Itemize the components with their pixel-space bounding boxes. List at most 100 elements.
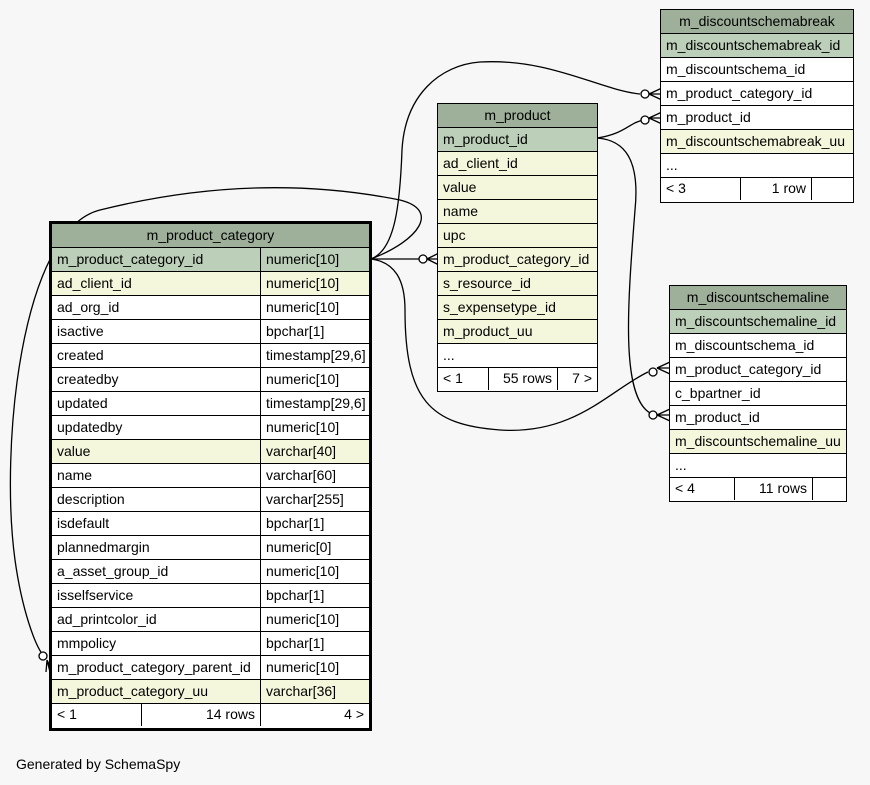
table-row[interactable]: name varchar[60] [52, 464, 369, 488]
parents-count[interactable]: < 4 [675, 480, 695, 496]
row-count: 1 row [740, 178, 811, 200]
rel-category-to-discountschemaline [370, 258, 649, 431]
table-header[interactable]: m_product [438, 104, 597, 128]
table-header[interactable]: m_discountschemabreak [661, 10, 853, 34]
table-row[interactable]: m_product_id [661, 106, 853, 130]
column-name: m_product_category_id [675, 361, 822, 377]
column-name: m_product_category_id [443, 251, 590, 267]
column-name: m_discountschema_id [675, 337, 815, 353]
table-header[interactable]: m_product_category [52, 224, 369, 248]
table-row[interactable]: isselfservice bpchar[1] [52, 584, 369, 608]
table-row[interactable]: c_bpartner_id [670, 382, 846, 406]
column-name: name [57, 467, 93, 483]
rel-product-to-discountschemaline [596, 137, 651, 414]
column-name: createdby [57, 371, 119, 387]
column-name: s_resource_id [443, 275, 531, 291]
column-type: varchar[60] [260, 464, 369, 487]
column-name: ad_client_id [443, 155, 518, 171]
column-type: numeric[10] [260, 608, 369, 631]
table-row[interactable]: s_resource_id [438, 272, 597, 296]
table-row[interactable]: m_product_category_id [670, 358, 846, 382]
column-type: varchar[255] [260, 488, 369, 511]
column-name: m_product_category_id [57, 251, 204, 267]
column-name: ad_client_id [57, 275, 132, 291]
rel-product-to-discountschemabreak [596, 119, 645, 139]
table-row[interactable]: value [438, 176, 597, 200]
column-name: name [443, 203, 479, 219]
column-name: m_product_id [675, 409, 760, 425]
column-name: upc [443, 227, 466, 243]
column-name: isselfservice [57, 587, 134, 603]
column-name: m_product_category_uu [57, 683, 208, 699]
column-name: value [57, 443, 91, 459]
column-name: created [57, 347, 104, 363]
parents-count[interactable]: < 1 [443, 370, 463, 386]
table-row[interactable]: m_product_id [670, 406, 846, 430]
children-count[interactable]: 4 > [260, 704, 369, 726]
table-row[interactable]: m_discountschemaline_uu [670, 430, 846, 454]
column-name: s_expensetype_id [443, 299, 556, 315]
table-row[interactable]: m_discountschemabreak_id [661, 34, 853, 58]
table-row[interactable]: m_product_category_id [661, 82, 853, 106]
table-row[interactable]: name [438, 200, 597, 224]
column-name: m_product_category_parent_id [57, 659, 251, 675]
column-type: numeric[0] [260, 536, 369, 559]
table-row[interactable]: ... [661, 154, 853, 178]
parents-count[interactable]: < 3 [666, 180, 686, 196]
children-count [811, 178, 853, 200]
table-m-discountschemaline[interactable]: m_discountschemaline m_discountschemalin… [669, 285, 847, 502]
generated-by-label: Generated by SchemaSpy [16, 756, 181, 772]
table-header[interactable]: m_discountschemaline [670, 286, 846, 310]
table-m-product-category[interactable]: m_product_category m_product_category_id… [49, 221, 372, 731]
table-row[interactable]: m_discountschemabreak_uu [661, 130, 853, 154]
column-name: m_product_uu [443, 323, 533, 339]
table-row[interactable]: value varchar[40] [52, 440, 369, 464]
column-name: ... [443, 347, 455, 363]
table-row[interactable]: m_product_category_id [438, 248, 597, 272]
column-type: varchar[40] [260, 440, 369, 463]
column-name: updatedby [57, 419, 123, 435]
column-name: m_product_category_id [666, 85, 813, 101]
column-type: timestamp[29,6] [260, 392, 369, 415]
children-count[interactable]: 7 > [557, 368, 597, 390]
table-row[interactable]: m_discountschema_id [661, 58, 853, 82]
parents-count[interactable]: < 1 [57, 706, 77, 722]
optional-circle [648, 367, 658, 377]
column-type: bpchar[1] [260, 584, 369, 607]
table-row[interactable]: m_discountschemaline_id [670, 310, 846, 334]
column-name: m_discountschema_id [666, 61, 806, 77]
table-row[interactable]: ... [438, 344, 597, 368]
table-row[interactable]: ad_client_id [438, 152, 597, 176]
optional-circle [640, 115, 650, 125]
column-type: numeric[10] [260, 296, 369, 319]
table-row[interactable]: m_product_uu [438, 320, 597, 344]
table-row[interactable]: upc [438, 224, 597, 248]
table-row[interactable]: ... [670, 454, 846, 478]
row-count: 14 rows [141, 704, 260, 726]
table-m-discountschemabreak[interactable]: m_discountschemabreak m_discountschemabr… [660, 9, 854, 203]
table-row[interactable]: m_discountschema_id [670, 334, 846, 358]
table-row[interactable]: s_expensetype_id [438, 296, 597, 320]
column-name: m_discountschemabreak_id [666, 37, 841, 53]
table-row[interactable]: m_product_id [438, 128, 597, 152]
column-type: bpchar[1] [260, 632, 369, 655]
row-count: 11 rows [734, 478, 812, 500]
column-type: bpchar[1] [260, 320, 369, 343]
